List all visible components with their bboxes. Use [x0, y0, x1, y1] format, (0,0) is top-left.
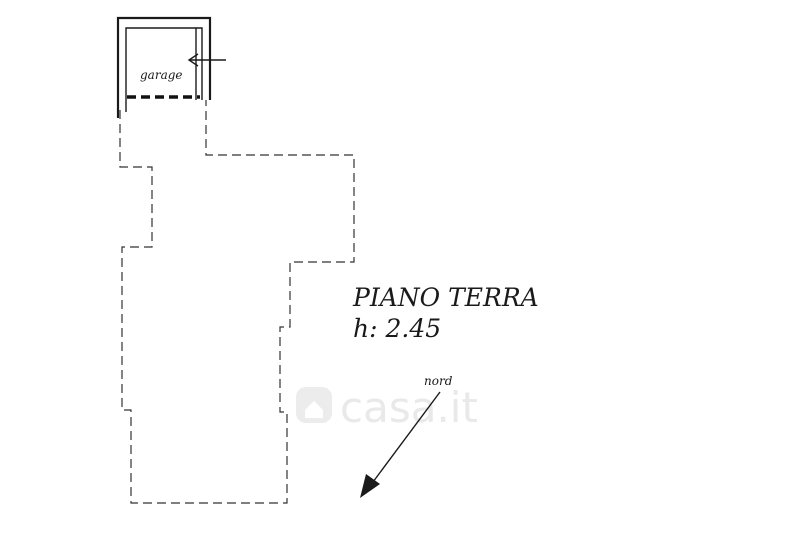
garage-outer-wall	[116, 16, 212, 118]
north-indicator: nord	[360, 374, 453, 498]
building-outline	[119, 100, 355, 504]
north-arrow-line	[369, 391, 441, 487]
garage: garage	[116, 16, 226, 118]
garage-inner-wall	[125, 27, 203, 112]
entrance-arrow-icon	[187, 53, 226, 67]
north-arrow-icon	[360, 474, 380, 498]
garage-label: garage	[140, 68, 183, 82]
watermark-text: casa.it	[340, 383, 478, 432]
north-label: nord	[424, 374, 453, 388]
watermark-logo-icon	[296, 387, 332, 423]
ceiling-height-label: h: 2.45	[353, 314, 441, 343]
watermark: casa.it	[296, 383, 478, 432]
floor-title: PIANO TERRA	[352, 283, 539, 312]
